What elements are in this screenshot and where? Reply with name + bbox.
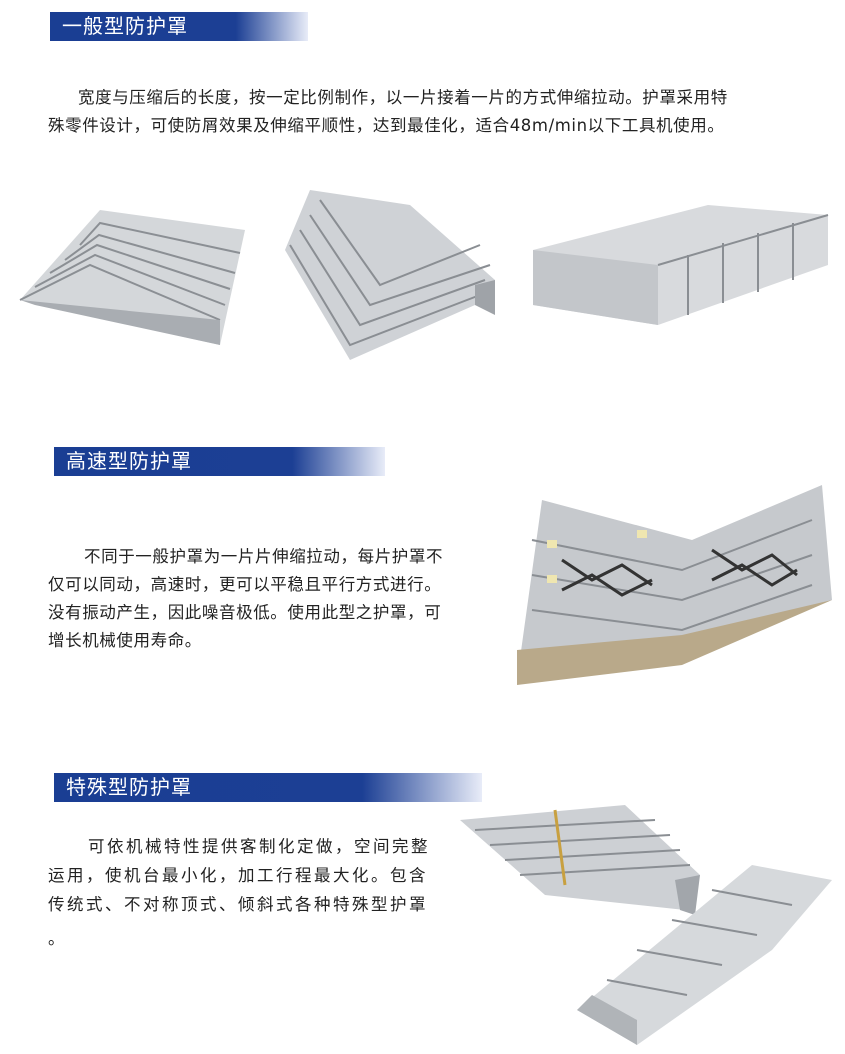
high-speed-cover-image [517,485,832,685]
general-cover-image-2 [285,190,495,360]
section-header-general: 一般型防护罩 [50,12,308,41]
paragraph-line: 传统式、不对称顶式、倾斜式各种特殊型护罩 [48,895,428,914]
paragraph-line: 运用，使机台最小化，加工行程最大化。包含 [48,866,428,885]
paragraph-line: 增长机械使用寿命。 [48,631,202,650]
paragraph-line: 殊零件设计，可使防屑效果及伸缩平顺性，达到最佳化，适合48m/min以下工具机使… [48,116,725,135]
special-cover-image-1 [460,805,700,915]
paragraph-line: 没有振动产生，因此噪音极低。使用此型之护罩，可 [48,603,442,622]
general-cover-image-1 [19,210,245,345]
paragraph-line: 仅可以同动，高速时，更可以平稳且平行方式进行。 [48,575,442,594]
section-title: 特殊型防护罩 [66,775,192,799]
section-title: 高速型防护罩 [66,449,192,473]
paragraph-line: 不同于一般护罩为一片片伸缩拉动，每片护罩不 [84,547,444,566]
paragraph-line: 可依机械特性提供客制化定做，空间完整 [88,837,430,856]
section-title: 一般型防护罩 [62,14,188,38]
paragraph-line: 宽度与压缩后的长度，按一定比例制作，以一片接着一片的方式伸缩拉动。护罩采用特 [78,88,728,107]
general-cover-image-3 [533,205,829,325]
paragraph-line: 。 [48,929,66,948]
section-header-high-speed: 高速型防护罩 [54,447,385,476]
special-cover-image-2 [577,865,832,1045]
section-header-special: 特殊型防护罩 [54,773,482,802]
